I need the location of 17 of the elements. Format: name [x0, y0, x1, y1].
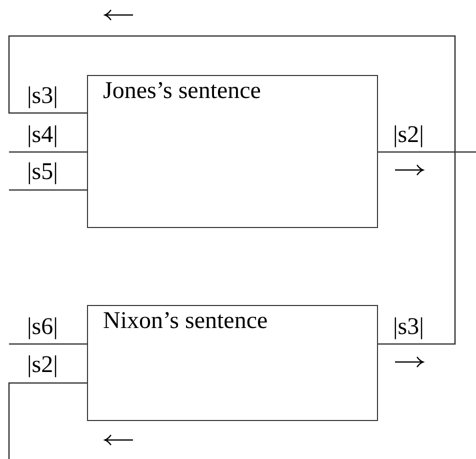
- connector-line: [9, 343, 87, 345]
- connector-line: [9, 189, 87, 191]
- signal-label: |s3|: [393, 313, 424, 341]
- signal-label: |s5|: [27, 158, 58, 186]
- process-box: [87, 305, 378, 421]
- signal-label: |s2|: [27, 351, 58, 379]
- signal-label: |s2|: [393, 121, 424, 149]
- connector-line: [9, 151, 87, 153]
- signal-label: |s6|: [27, 313, 58, 341]
- connector-line: [378, 151, 476, 153]
- process-box: [87, 75, 378, 228]
- connector-line: [8, 382, 87, 459]
- box-title: Jones’s sentence: [103, 77, 261, 106]
- connector-line: [8, 35, 456, 345]
- signal-label: |s3|: [27, 82, 58, 110]
- box-title: Nixon’s sentence: [103, 307, 268, 336]
- signal-label: |s4|: [27, 121, 58, 149]
